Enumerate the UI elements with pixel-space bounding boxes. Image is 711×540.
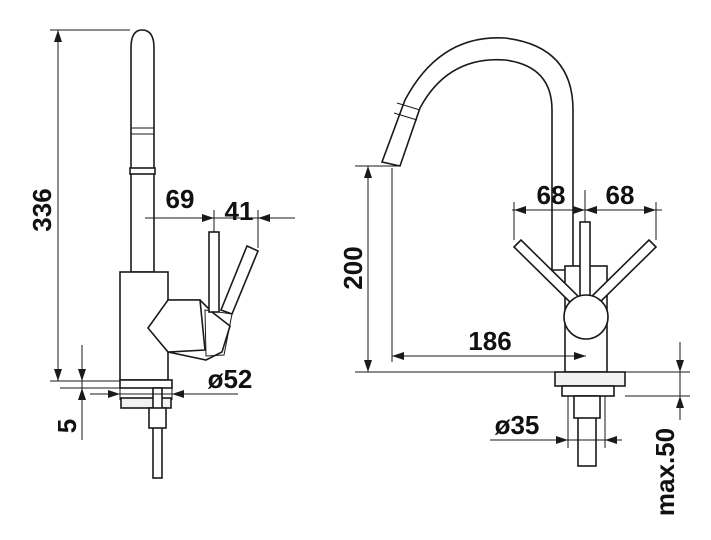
front-spout-gooseneck xyxy=(380,37,574,271)
dim-front-spout-reach: 186 xyxy=(468,326,511,356)
dim-186-arrow-left xyxy=(392,352,404,360)
side-threaded-shank xyxy=(152,387,163,479)
side-view: 336 69 41 ø52 5 xyxy=(27,29,295,479)
dim-front-max-counter: max.50 xyxy=(650,428,680,516)
front-base-ring xyxy=(554,371,626,387)
housing-cone xyxy=(146,299,206,353)
dim-front-shank-diameter: ø35 xyxy=(495,410,540,440)
dim-front-spout-height: 200 xyxy=(338,246,368,289)
dim-front-left-lever: 68 xyxy=(537,180,566,210)
dim-69-arrow xyxy=(202,214,214,222)
dim-side-lever-offset: 41 xyxy=(225,196,254,226)
dim-5-arrow-bottom xyxy=(78,388,86,400)
side-lever-vertical xyxy=(208,231,220,313)
side-base-ring xyxy=(119,379,173,389)
dim-68-arrow-right xyxy=(644,206,656,214)
aerator-collar xyxy=(129,167,156,175)
dim-52-arrow-left xyxy=(108,390,120,398)
dim-side-base-thickness: 5 xyxy=(52,419,82,433)
dim-200-arrow-top xyxy=(364,166,372,178)
dim-68-arrow-center-left xyxy=(573,206,585,214)
side-spout-tube xyxy=(130,29,155,273)
side-nut xyxy=(148,407,167,429)
side-mounting-plate xyxy=(120,397,172,409)
dim-35-arrow-right xyxy=(605,436,617,444)
front-aerator-ring-2 xyxy=(393,112,418,121)
dim-5-arrow-top xyxy=(78,369,86,381)
housing-facet xyxy=(204,309,233,357)
side-lever-angled xyxy=(219,244,260,316)
dim-side-spout-reach: 69 xyxy=(166,184,195,214)
front-aerator-ring-1 xyxy=(396,102,421,111)
dim-52-arrow-right xyxy=(172,390,184,398)
dim-336-arrow-top xyxy=(54,30,62,42)
front-view: 200 68 68 186 ø35 max.50 xyxy=(338,37,690,516)
front-mounting-plate xyxy=(561,385,615,397)
dim-50-arrow-top xyxy=(676,360,684,372)
dim-200-arrow-bottom xyxy=(364,360,372,372)
front-lever-knob xyxy=(563,294,609,340)
front-nut xyxy=(573,395,601,419)
dim-50-arrow-bottom xyxy=(676,396,684,408)
dim-41-arrow xyxy=(258,214,270,222)
dim-side-height: 336 xyxy=(27,188,57,231)
dim-186-arrow-right xyxy=(574,352,586,360)
dim-68-arrow-center-right xyxy=(585,206,597,214)
dim-68-arrow-left xyxy=(514,206,526,214)
dim-35-arrow-left xyxy=(556,436,568,444)
dim-front-right-lever: 68 xyxy=(606,180,635,210)
dim-side-base-diameter: ø52 xyxy=(208,364,253,394)
dim-336-arrow-bottom xyxy=(54,369,62,381)
